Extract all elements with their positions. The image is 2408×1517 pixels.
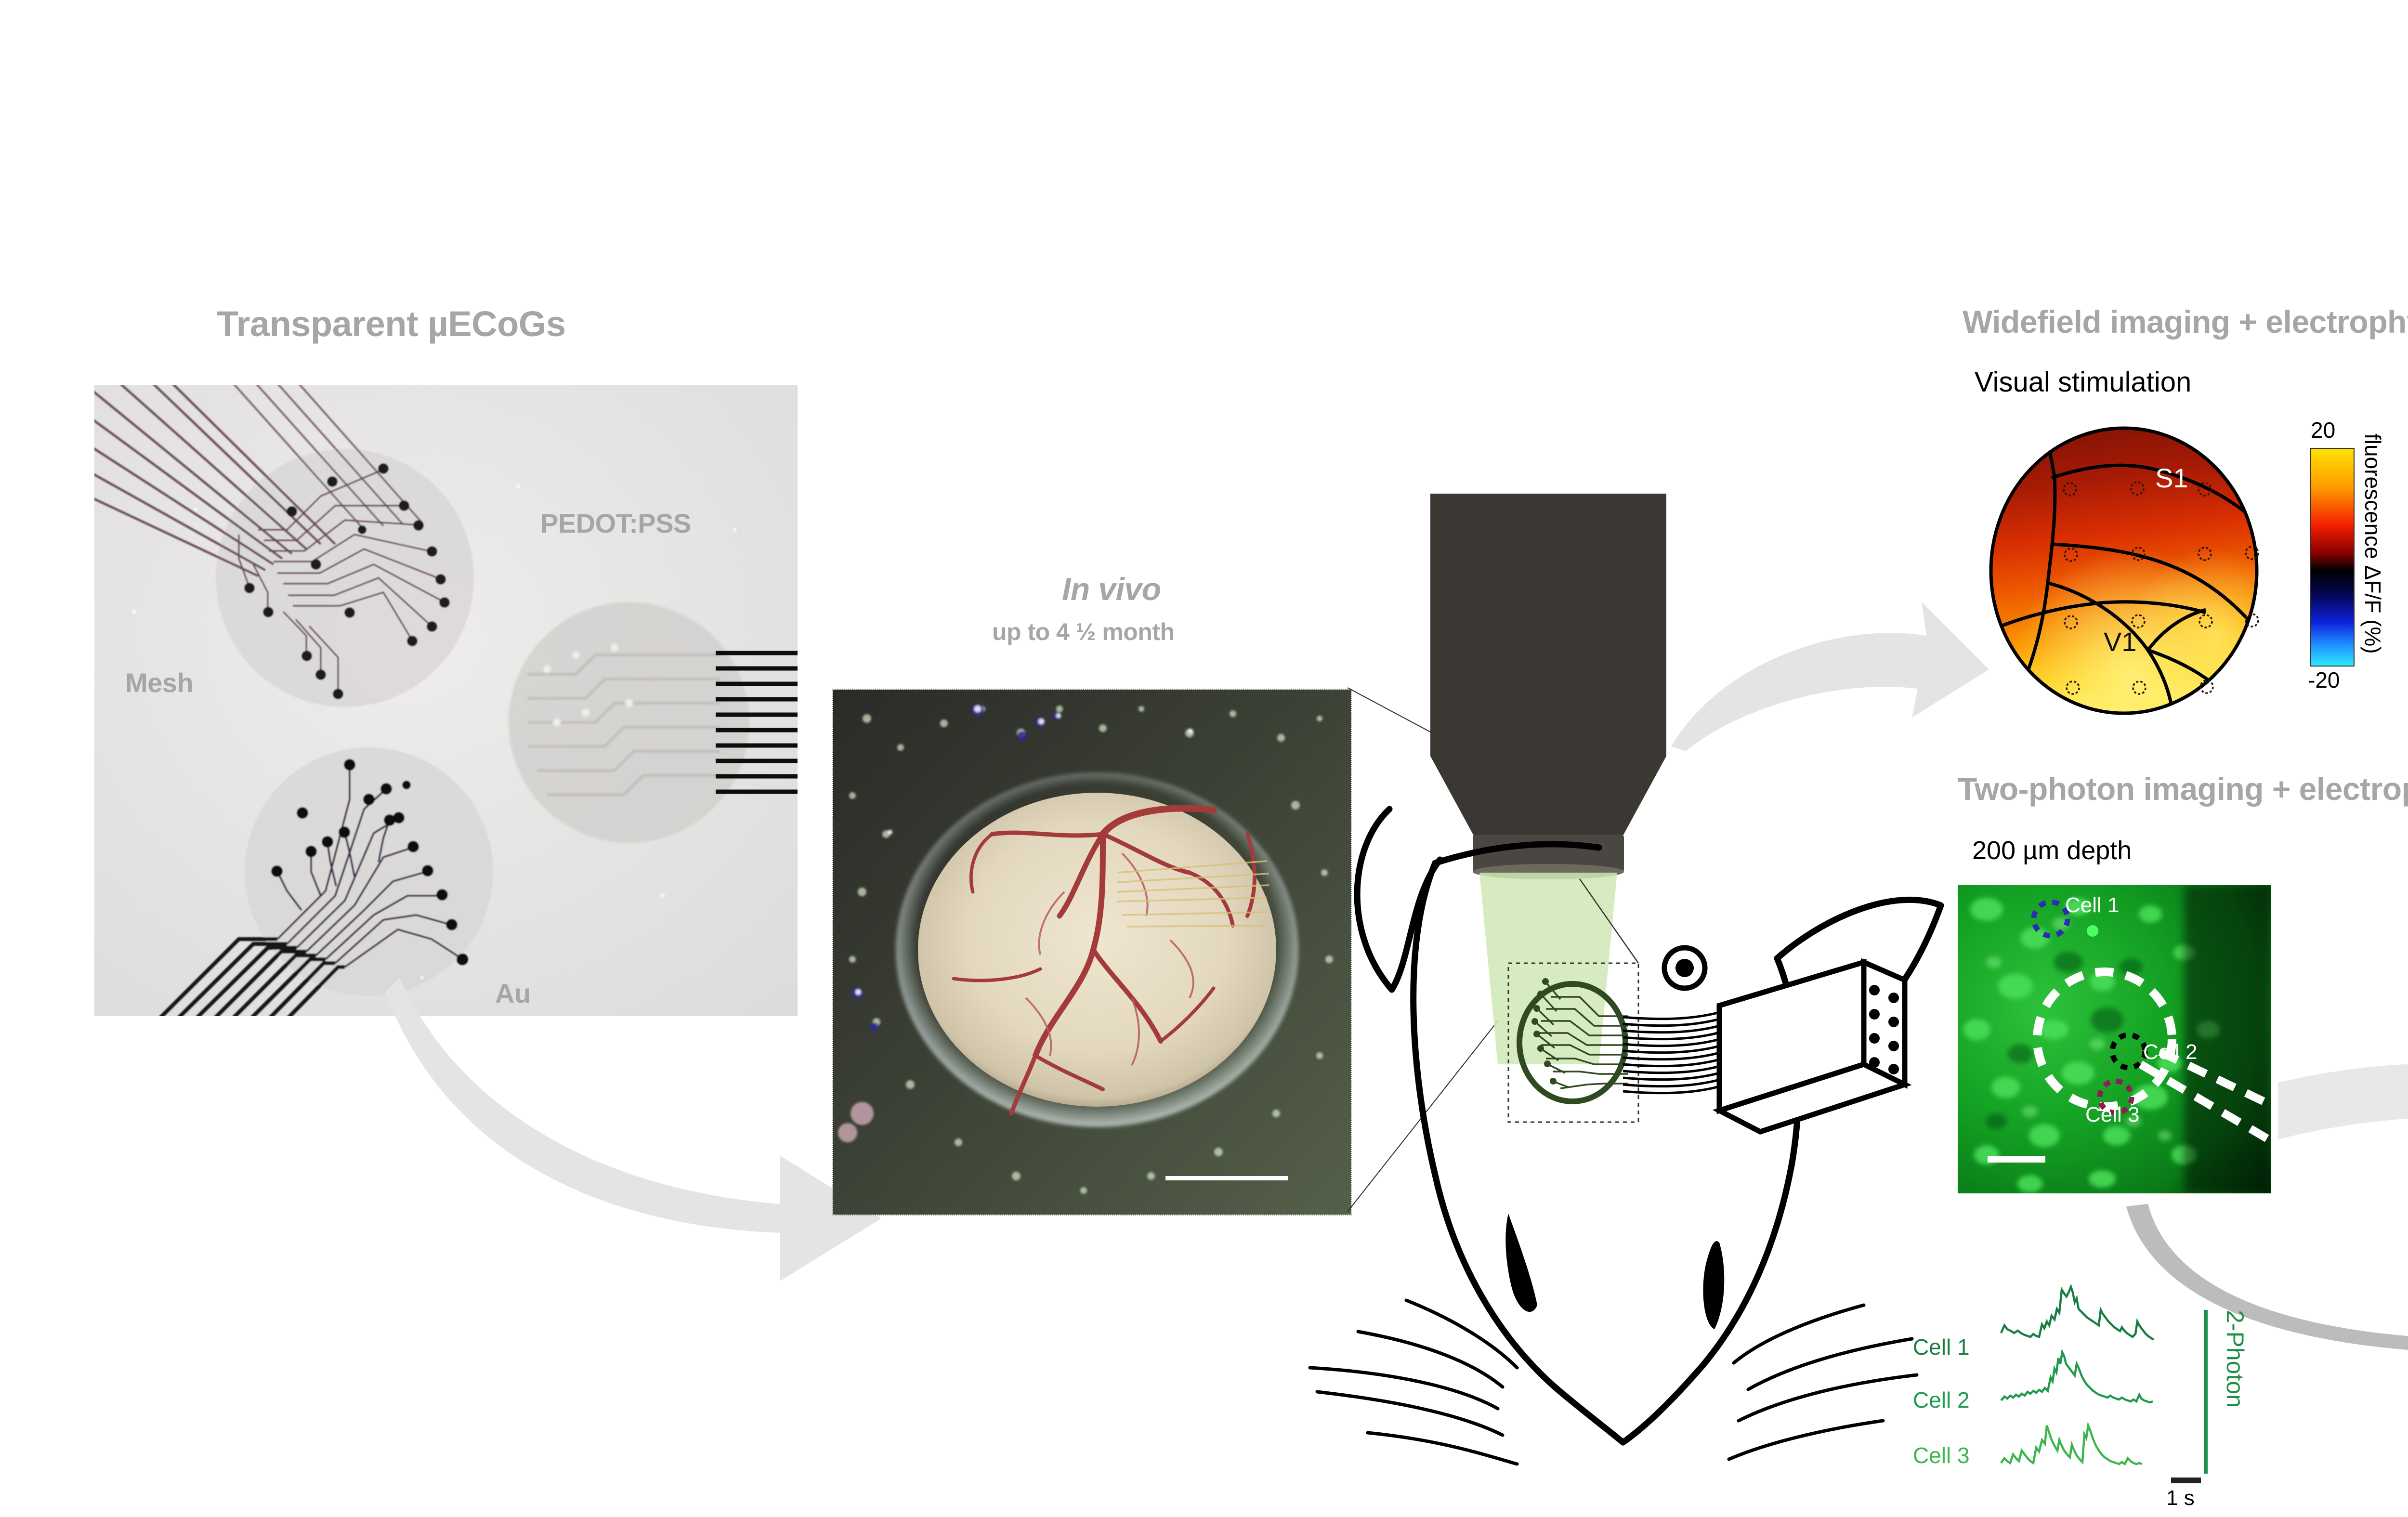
- implant-disc: [1517, 981, 1628, 1104]
- fluorescence-colorbar: [2310, 448, 2355, 667]
- mouse-setup-diagram: [1308, 494, 1944, 1466]
- invivo-photo-svg: [833, 690, 1351, 1215]
- twophoton-axis-label: 2-Photon: [2222, 1310, 2249, 1408]
- trace-label-cell1: Cell 1: [1913, 1334, 1970, 1360]
- widefield-left-title: Visual stimulation: [1975, 366, 2192, 398]
- mouse-eye-right: [1662, 945, 1708, 991]
- trace-cell1: [2000, 1283, 2155, 1341]
- twophoton-cell1-label: Cell 1: [2065, 893, 2120, 917]
- twophoton-section-title: Two-photon imaging + electrophysiology: [1958, 771, 2408, 807]
- cable-ribbon: [1623, 1011, 1720, 1095]
- cell3-roi: [2097, 1078, 2134, 1116]
- arrow-ecog-to-invivo: [385, 978, 881, 1281]
- cell2-roi: [2109, 1032, 2148, 1071]
- fluorescence-colorbar-label: fluorescence ΔF/F (%): [2360, 433, 2385, 654]
- invivo-photo: [832, 689, 1352, 1216]
- mouse-whiskers: [1308, 1298, 1919, 1466]
- trace-cell3: [2000, 1421, 2143, 1466]
- trace-cell2: [2000, 1348, 2153, 1404]
- time-scalebar-label: 1 s: [2166, 1486, 2195, 1510]
- time-scalebar: [2171, 1478, 2201, 1483]
- mouse-nostril-left: [1505, 1214, 1537, 1312]
- twophoton-traces-plot: [2000, 1283, 2208, 1474]
- invivo-subtitle: up to 4 ½ month: [992, 618, 1175, 645]
- ecog-label-pedot: PEDOT:PSS: [540, 508, 691, 538]
- implant-traces: [1534, 981, 1628, 1089]
- twophoton-cell2-label: Cell 2: [2143, 1040, 2198, 1064]
- mouse-head-outline: [1354, 806, 1944, 1446]
- twophoton-image: [1958, 885, 2271, 1193]
- implant-electrode-dots: [1531, 978, 1557, 1085]
- mouse-nostril-right: [1703, 1241, 1725, 1329]
- cell1-roi: [2031, 899, 2070, 939]
- twophoton-image-svg: [1958, 885, 2271, 1193]
- roi-dotted-box: [1507, 962, 1639, 1123]
- invivo-title: In vivo: [1062, 571, 1161, 607]
- trace-label-cell3: Cell 3: [1913, 1443, 1970, 1468]
- arrow-to-ephys-traces: [2126, 1204, 2408, 1350]
- objective-lens: [1430, 494, 1666, 879]
- ecog-label-au: Au: [495, 978, 531, 1008]
- arrow-mouse-to-widefield: [1671, 602, 1989, 751]
- connector-block: [1712, 958, 1912, 1135]
- fluorescence-colorbar-min: -20: [2308, 667, 2340, 693]
- ecog-photo-svg: [94, 385, 798, 1016]
- visual-stim-brain-map: [1989, 426, 2259, 715]
- electrode-lead-lines: [2138, 1048, 2271, 1146]
- fluorescence-colorbar-max: 20: [2311, 418, 2336, 443]
- ecog-photo: [94, 385, 798, 1016]
- arrow-twophoton-to-correlation: [2278, 1064, 2408, 1139]
- trace-label-cell2: Cell 2: [1913, 1387, 1970, 1412]
- twophoton-scalebar: [1988, 1156, 2045, 1163]
- brain-label-s1: S1: [2155, 463, 2188, 493]
- ecog-label-mesh: Mesh: [125, 667, 194, 698]
- twophoton-left-title: 200 µm depth: [1972, 836, 2132, 865]
- brain-label-v1: V1: [2104, 627, 2137, 657]
- ecog-panel-title: Transparent µECoGs: [217, 304, 566, 344]
- twophoton-cell3-label: Cell 3: [2085, 1103, 2140, 1126]
- widefield-section-title: Widefield imaging + electrophysiology: [1963, 304, 2408, 340]
